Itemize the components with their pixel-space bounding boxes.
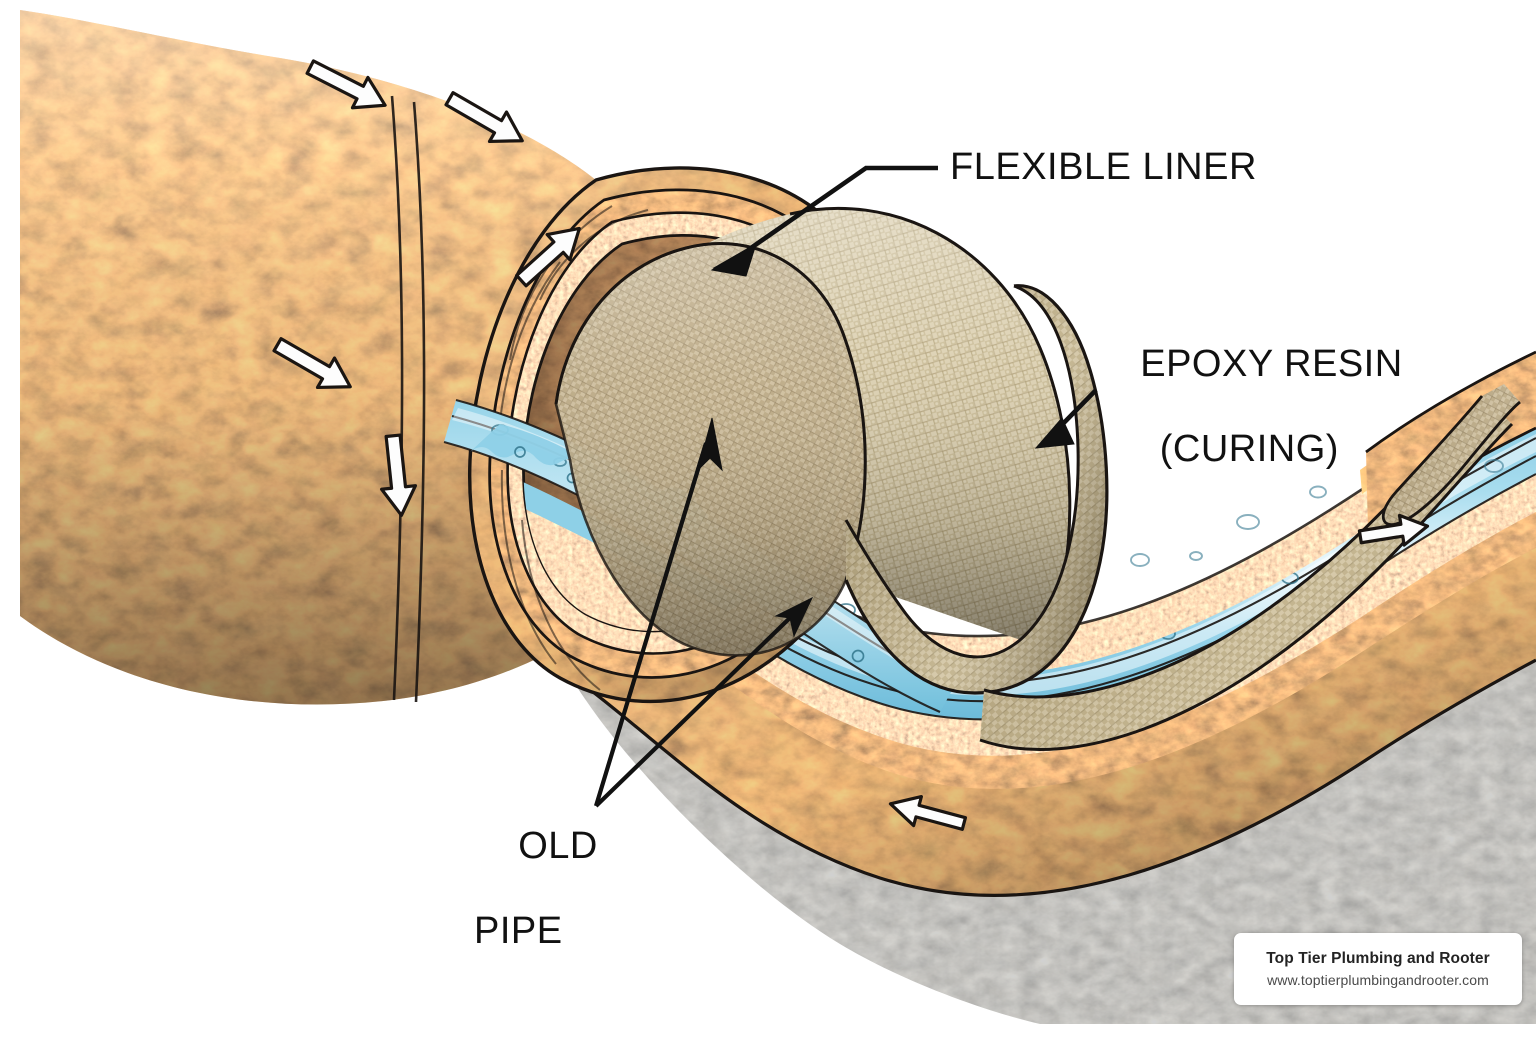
wavy-pipe-upper-scale — [430, 340, 1536, 676]
flow-arrows — [272, 59, 1430, 831]
leader-epoxy-resin — [1034, 388, 1098, 449]
arrow-rim-up — [515, 226, 581, 288]
bore-water-scallop — [470, 424, 708, 532]
label-epoxy-resin-line1: EPOXY RESIN — [1140, 342, 1403, 385]
wavy-pipe-outer-steel — [512, 560, 1536, 1024]
watermark-card: Top Tier Plumbing and Rooter www.toptier… — [1234, 933, 1522, 1005]
leader-old-pipe — [593, 417, 814, 808]
arrow-rim-down — [380, 433, 418, 517]
label-leaders — [593, 165, 1098, 808]
arrow-mid-left — [272, 337, 352, 390]
label-epoxy-resin: EPOXY RESIN (CURING) — [1096, 300, 1403, 555]
label-flexible-liner: FLEXIBLE LINER — [950, 146, 1257, 188]
label-old-pipe: OLD PIPE — [474, 782, 598, 1037]
leader-flexible-liner — [710, 165, 938, 277]
label-epoxy-resin-line2: (CURING) — [1159, 427, 1339, 470]
arrow-lower-left — [888, 794, 968, 831]
label-old-pipe-line2: PIPE — [474, 909, 563, 952]
watermark-title: Top Tier Plumbing and Rooter — [1266, 950, 1490, 967]
arrow-top-left — [305, 59, 387, 110]
arrow-top-right — [444, 91, 524, 144]
arrow-far-right — [1357, 513, 1430, 547]
label-old-pipe-line1: OLD — [518, 824, 598, 867]
watermark-url: www.toptierplumbingandrooter.com — [1267, 972, 1489, 988]
